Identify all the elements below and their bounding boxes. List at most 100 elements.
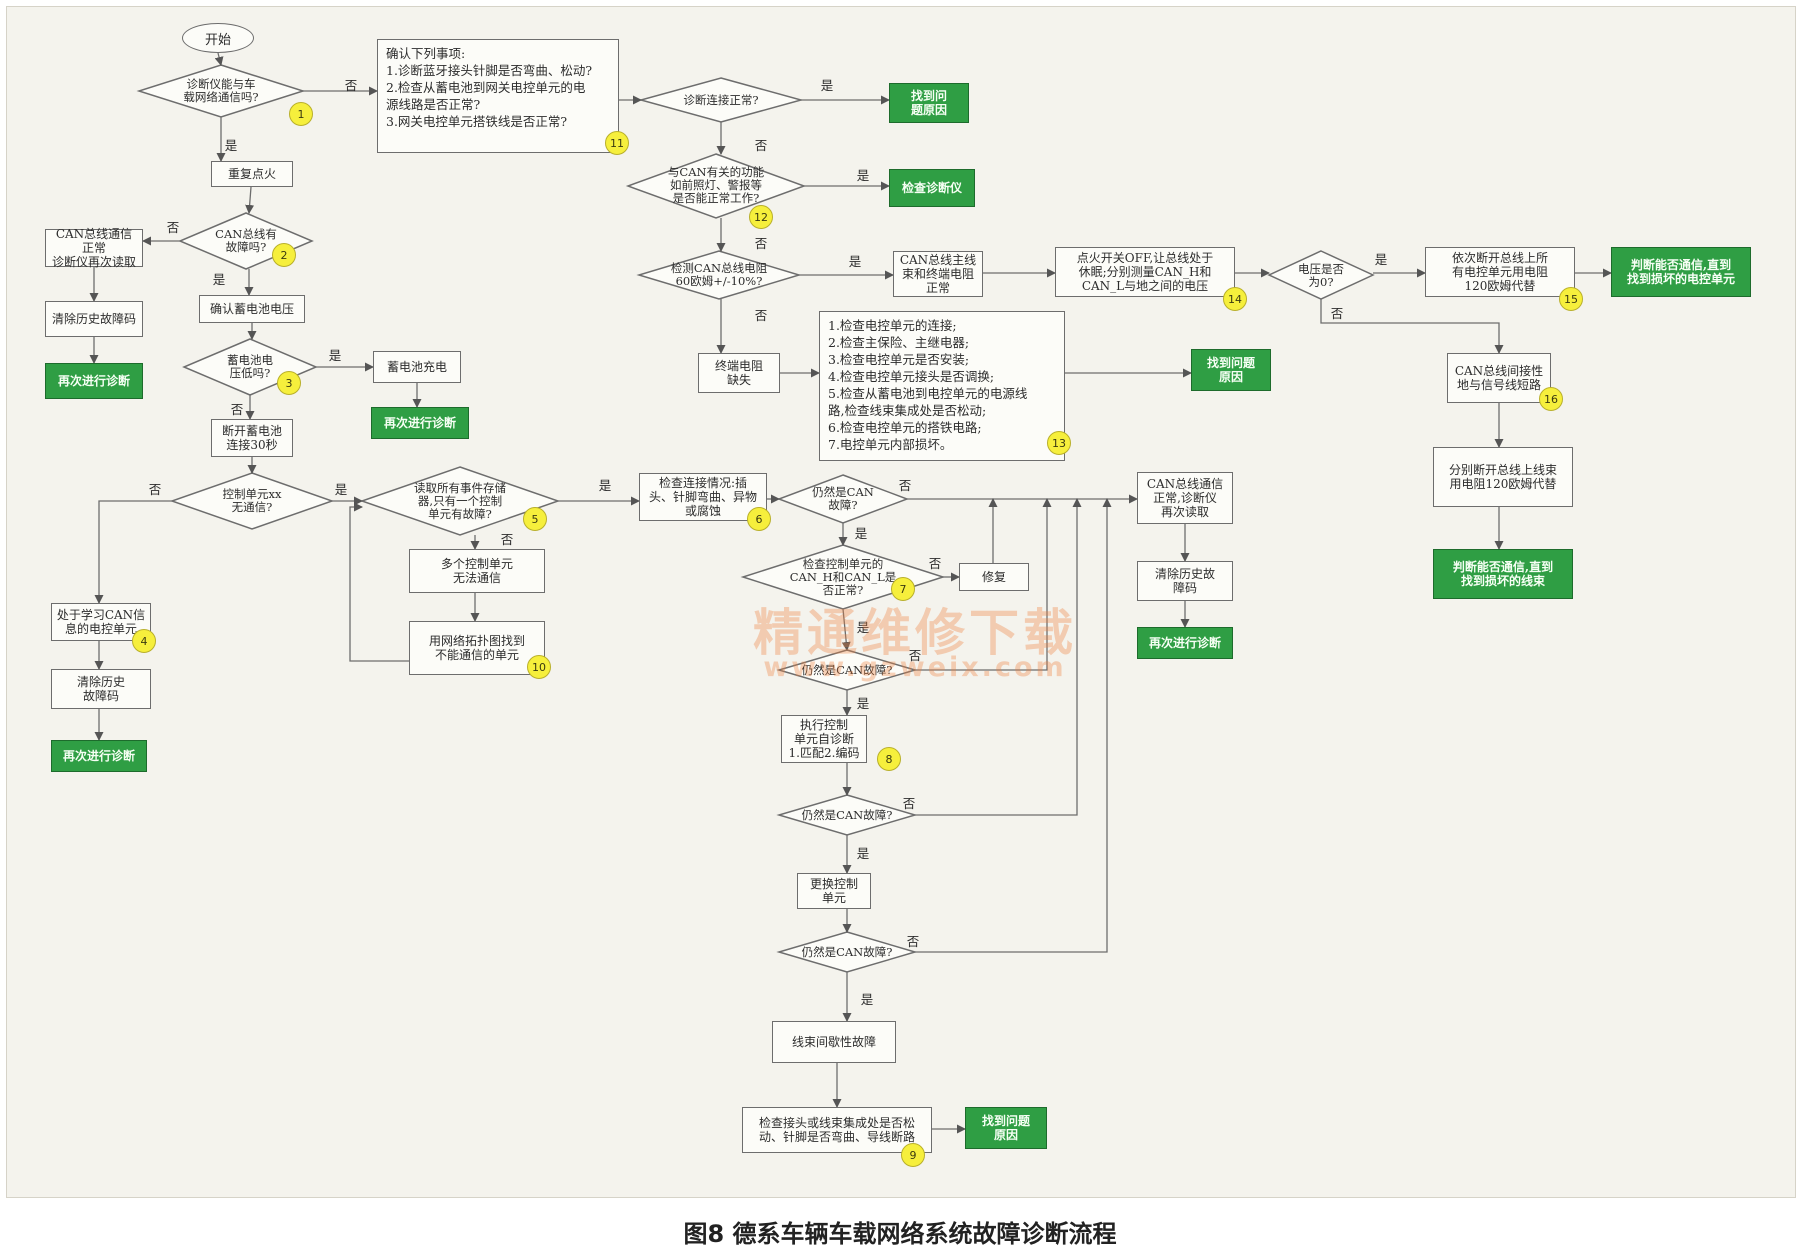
action-check-diag-tool: 检查诊断仪: [889, 169, 975, 207]
watermark-url: www.gzweix.com: [763, 652, 1067, 683]
figure-caption: 图8 德系车辆车载网络系统故障诊断流程: [683, 1220, 1117, 1248]
diagram-frame: 开始 诊断仪能与车 载网络通信吗? 诊断连接正常? 与CAN有关的功能 如前照灯…: [6, 6, 1796, 1198]
badge-9: 9: [901, 1143, 925, 1167]
step-9-check-connectors: 检查接头或线束集成处是否松 动、针脚是否弯曲、导线断路: [742, 1107, 932, 1153]
step-terminal-resistor-missing: 终端电阻 缺失: [698, 353, 780, 393]
label-can4-yes: 是: [860, 992, 874, 1007]
edge-b10-loop-to-d5: [349, 502, 409, 662]
badge-6: 6: [747, 507, 771, 531]
label-d2-no: 否: [166, 220, 180, 235]
label-volt-no: 否: [1330, 306, 1344, 321]
label-volt-yes: 是: [1374, 252, 1388, 267]
step-disconnect-harness: 分别断开总线上线束 用电阻120欧姆代替: [1433, 447, 1573, 507]
action-found-cause-1: 找到问 题原因: [889, 83, 969, 123]
diamond-d5: [359, 466, 561, 536]
step-charge-battery: 蓄电池充电: [373, 351, 461, 383]
label-can1-no: 否: [898, 478, 912, 493]
step-8-self-diagnosis: 执行控制 单元自诊断 1.匹配2.编码: [781, 715, 867, 763]
step-clear-history-4: 清除历史 故障码: [51, 669, 151, 709]
edge-dxx-no-to-b4: [94, 500, 172, 604]
badge-13: 13: [1047, 431, 1071, 455]
edge-volt0-no-to-b16: [1320, 299, 1504, 354]
label-d3-no: 否: [230, 402, 244, 417]
label-d5-no: 否: [500, 532, 514, 547]
label-d2-yes: 是: [212, 272, 226, 287]
diamond-d12: [625, 153, 807, 219]
decision-can-bus-fault: CAN总线有 故障吗?: [215, 227, 277, 254]
step-14-measure-voltage: 点火开关OFF,让总线处于 休眠;分别测量CAN_H和 CAN_L与地之间的电压: [1055, 247, 1235, 297]
decision-still-can-fault-4: 仍然是CAN故障?: [801, 944, 893, 959]
label-can2-yes: 是: [856, 696, 870, 711]
badge-2: 2: [272, 243, 296, 267]
step-6-check-connections: 检查连接情况:插 头、针脚弯曲、异物 或腐蚀: [639, 473, 767, 521]
start-terminal: 开始: [182, 23, 254, 53]
badge-7: 7: [891, 577, 915, 601]
badge-4: 4: [132, 629, 156, 653]
label-d12-yes: 是: [856, 168, 870, 183]
edge-can2-no-up: [915, 498, 1052, 671]
label-can4-no: 否: [906, 934, 920, 949]
label-diag-ok-yes: 是: [820, 78, 834, 93]
action-found-cause-9: 找到问题 原因: [965, 1107, 1047, 1149]
badge-5: 5: [523, 507, 547, 531]
edge-start-to-d1: [214, 52, 224, 66]
label-d7-no: 否: [928, 556, 942, 571]
action-rediagnose-center: 再次进行诊断: [371, 407, 469, 439]
step-13-checklist: 1.检查电控单元的连接; 2.检查主保险、主继电器; 3.检查电控单元是否安装;…: [819, 311, 1065, 461]
decision-still-can-fault-1: 仍然是CAN 故障?: [812, 485, 874, 512]
badge-10: 10: [527, 655, 551, 679]
step-can-comm-normal-right: CAN总线通信 正常,诊断仪 再次读取: [1137, 472, 1233, 524]
action-find-damaged-harness: 判断能否通信,直到 找到损坏的线束: [1433, 549, 1573, 599]
action-rediagnose-left: 再次进行诊断: [45, 363, 143, 399]
label-can3-no: 否: [902, 796, 916, 811]
label-d1-yes: 是: [224, 138, 238, 153]
badge-12: 12: [749, 205, 773, 229]
step-10-topology: 用网络拓扑图找到 不能通信的单元: [409, 621, 545, 675]
step-multiple-units-no-comm: 多个控制单元 无法通信: [409, 549, 545, 593]
step-clear-history-right: 清除历史故 障码: [1137, 561, 1233, 601]
label-can1-yes: 是: [854, 526, 868, 541]
step-can-comm-normal-left: CAN总线通信正常 诊断仪再次读取: [45, 227, 143, 269]
action-find-damaged-unit: 判断能否通信,直到 找到损坏的电控单元: [1611, 247, 1751, 297]
badge-15: 15: [1559, 287, 1583, 311]
diamond-d-resist: [636, 250, 802, 300]
label-can3-yes: 是: [856, 846, 870, 861]
label-d7-yes: 是: [856, 620, 870, 635]
badge-14: 14: [1223, 287, 1247, 311]
label-d3-yes: 是: [328, 348, 342, 363]
decision-still-can-fault-2: 仍然是CAN故障?: [801, 662, 893, 677]
edge-reig-to-d2: [245, 186, 255, 214]
step-can-main-harness-ok: CAN总线主线 束和终端电阻 正常: [893, 251, 983, 297]
step-reignite: 重复点火: [211, 161, 293, 187]
step-15-replace-with-resistor: 依次断开总线上所 有电控单元用电阻 120欧姆代替: [1425, 247, 1575, 297]
decision-voltage-zero: 电压是否 为0?: [1298, 262, 1344, 289]
step-11-checklist: 确认下列事项: 1.诊断蓝牙接头针脚是否弯曲、松动? 2.检查从蓄电池到网关电控…: [377, 39, 619, 153]
step-repair: 修复: [959, 563, 1029, 591]
label-d5-yes: 是: [598, 478, 612, 493]
decision-can-h-l-ok: 检查控制单元的 CAN_H和CAN_L是 否正常?: [789, 556, 897, 597]
label-xx-no: 否: [148, 482, 162, 497]
decision-battery-low: 蓄电池电 压低吗?: [227, 353, 273, 380]
action-found-cause-13: 找到问题 原因: [1191, 349, 1271, 391]
decision-unit-xx-no-comm: 控制单元xx 无通信?: [222, 487, 282, 514]
action-rediagnose-right: 再次进行诊断: [1137, 627, 1233, 659]
decision-can-functions-work: 与CAN有关的功能 如前照灯、警报等 是否能正常工作?: [667, 164, 765, 205]
label-d1-no: 否: [344, 78, 358, 93]
diamond-d-xx: [169, 472, 335, 530]
decision-vehicle-network-comm: 诊断仪能与车 载网络通信吗?: [183, 77, 259, 104]
badge-16: 16: [1539, 387, 1563, 411]
watermark-text: 精通维修下载: [753, 603, 1077, 662]
badge-1: 1: [289, 102, 313, 126]
label-d12-no: 否: [754, 236, 768, 251]
decision-can-resistance: 检测CAN总线电阻 60欧姆+/-10%?: [670, 261, 768, 288]
step-confirm-battery-voltage: 确认蓄电池电压: [199, 295, 305, 323]
step-clear-history-left: 清除历史故障码: [45, 301, 143, 337]
edge-d7-yes-to-can2: [841, 608, 851, 651]
step-intermittent-harness-fault: 线束间歇性故障: [772, 1021, 896, 1063]
step-16-short-to-signal: CAN总线间接性 地与信号线短路: [1447, 353, 1551, 403]
edge-can3-no-up: [915, 498, 1082, 816]
label-xx-yes: 是: [334, 482, 348, 497]
badge-3: 3: [277, 371, 301, 395]
decision-diag-connection-ok: 诊断连接正常?: [683, 92, 759, 107]
step-replace-control-unit: 更换控制 单元: [797, 873, 871, 909]
